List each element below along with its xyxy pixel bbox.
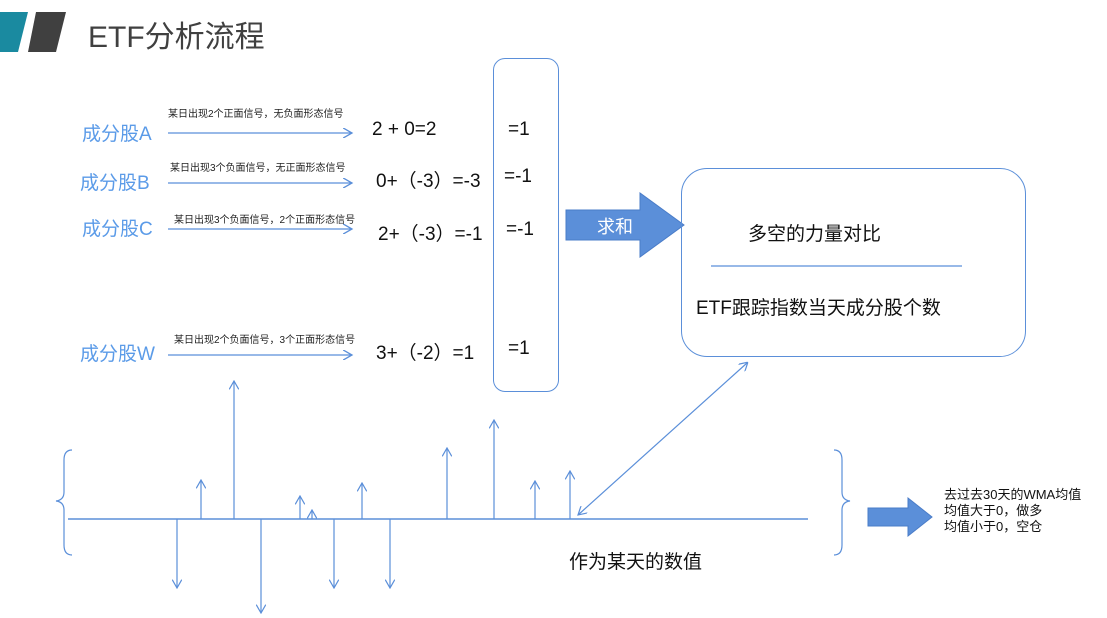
rule-line: 去过去30天的WMA均值 [944, 487, 1082, 502]
signal-note: 某日出现3个负面信号，2个正面形态信号 [174, 215, 356, 226]
ratio-numerator: 多空的力量对比 [748, 224, 882, 245]
page-title: ETF分析流程 [88, 21, 265, 54]
ratio-denominator: ETF跟踪指数当天成分股个数 [696, 298, 941, 319]
result-text: =-1 [504, 166, 532, 187]
result-text: =1 [508, 338, 530, 359]
signal-note: 某日出现2个正面信号，无负面形态信号 [168, 109, 344, 120]
signal-note: 某日出现3个负面信号，无正面形态信号 [170, 163, 346, 174]
stock-label: 成分股W [80, 344, 155, 365]
calc-text: 0+（-3）=-3 [376, 171, 481, 192]
left-brace [55, 449, 73, 556]
right-brace [833, 449, 851, 556]
day-value-label: 作为某天的数值 [569, 552, 703, 573]
logo-bars [0, 12, 66, 52]
result-column-box [493, 58, 559, 392]
sum-label: 求和 [597, 217, 633, 237]
sum-arrow [565, 192, 685, 258]
stock-label: 成分股B [80, 173, 150, 194]
calc-text: 3+（-2）=1 [376, 343, 475, 364]
link-arrow [578, 363, 747, 515]
stock-arrows [168, 133, 352, 355]
signal-spikes [177, 381, 570, 613]
stock-label: 成分股C [82, 219, 153, 240]
stock-label: 成分股A [82, 124, 152, 145]
calc-text: 2 + 0=2 [372, 119, 437, 140]
trading-rule: 去过去30天的WMA均值 均值大于0，做多 均值小于0，空仓 [944, 487, 1081, 535]
result-text: =-1 [506, 219, 534, 240]
result-arrow [867, 496, 933, 538]
rule-line: 均值大于0，做多 [944, 503, 1043, 518]
ratio-box [681, 168, 1026, 357]
calc-text: 2+（-3）=-1 [378, 224, 483, 245]
signal-note: 某日出现2个负面信号，3个正面形态信号 [174, 335, 356, 346]
result-text: =1 [508, 119, 530, 140]
rule-line: 均值小于0，空仓 [944, 519, 1043, 534]
